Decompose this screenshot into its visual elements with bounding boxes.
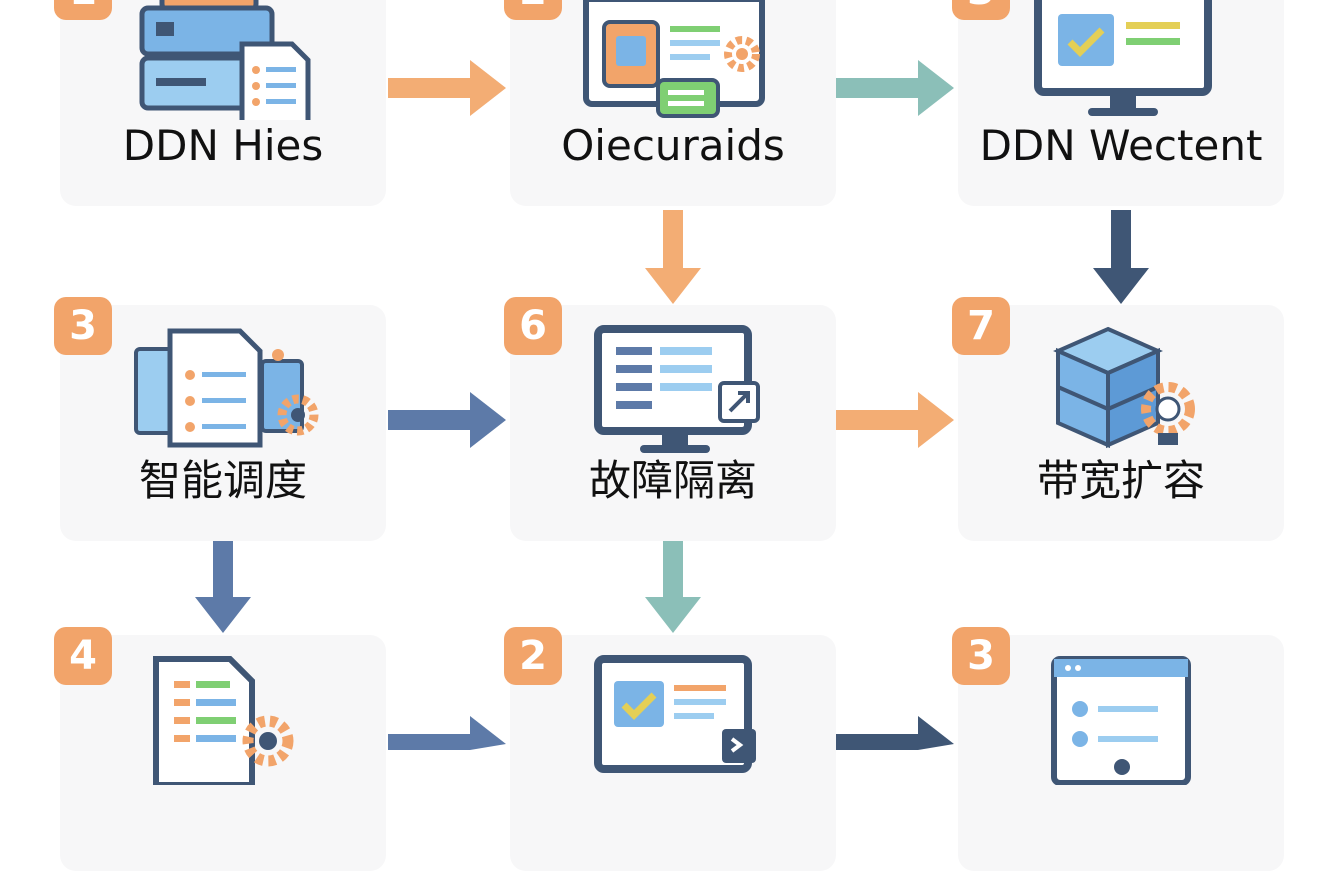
card-fault-isolation: 6 故障隔离: [504, 297, 836, 541]
step-badge: 1: [54, 0, 112, 20]
card-label: Oiecuraids: [561, 121, 785, 170]
browser-user-icon: [1051, 656, 1191, 785]
arrow-right-6-7: [836, 392, 954, 448]
card-label: 带宽扩容: [1036, 456, 1205, 505]
folder-documents-icon: [139, 0, 311, 120]
card-label: 智能调度: [138, 456, 307, 505]
arrow-right-2-3-bottom: [836, 716, 954, 750]
card-smart-scheduling: 3 智能调度: [54, 297, 386, 541]
document-gear-icon: [153, 656, 294, 785]
monitor-list-icon: [594, 325, 760, 453]
step-badge: 2: [504, 627, 562, 685]
card-ddn-files: 1 DDN Hies: [54, 0, 386, 206]
step-badge: 3: [54, 297, 112, 355]
card-label: DDN Hies: [122, 121, 324, 170]
arrow-down-2-6: [645, 210, 701, 304]
step-badge: 7: [952, 297, 1010, 355]
step-badge: 3: [952, 0, 1010, 20]
card-step-4: 4: [54, 627, 386, 871]
card-oiecuraids: 2 Oiecuraids: [504, 0, 836, 206]
card-label: DDN Wectent: [979, 121, 1263, 170]
arrow-right-2-3: [836, 60, 954, 116]
arrow-right-3-6: [388, 392, 506, 448]
cube-gear-icon: [1053, 326, 1195, 449]
card-step-3-bottom: 3: [952, 627, 1284, 871]
arrow-down-6-2: [645, 541, 701, 633]
card-ddn-wectent: 3 DDN Wectent: [952, 0, 1284, 206]
browser-settings-icon: [583, 0, 765, 118]
arrow-down-3-7: [1093, 210, 1149, 304]
arrow-down-3-4: [195, 541, 251, 633]
card-bandwidth-expansion: 7 带宽扩容: [952, 297, 1284, 541]
step-badge: 4: [54, 627, 112, 685]
arrow-right-4-2: [388, 716, 506, 750]
step-badge: 3: [952, 627, 1010, 685]
step-badge: 2: [504, 0, 562, 20]
documents-gear-icon: [134, 328, 319, 448]
card-step-2-bottom: 2: [504, 627, 836, 871]
card-label: 故障隔离: [588, 456, 757, 505]
step-badge: 6: [504, 297, 562, 355]
arrow-right-1-2: [388, 60, 506, 116]
monitor-check-icon: [594, 655, 756, 773]
monitor-check-icon: [1034, 0, 1212, 116]
